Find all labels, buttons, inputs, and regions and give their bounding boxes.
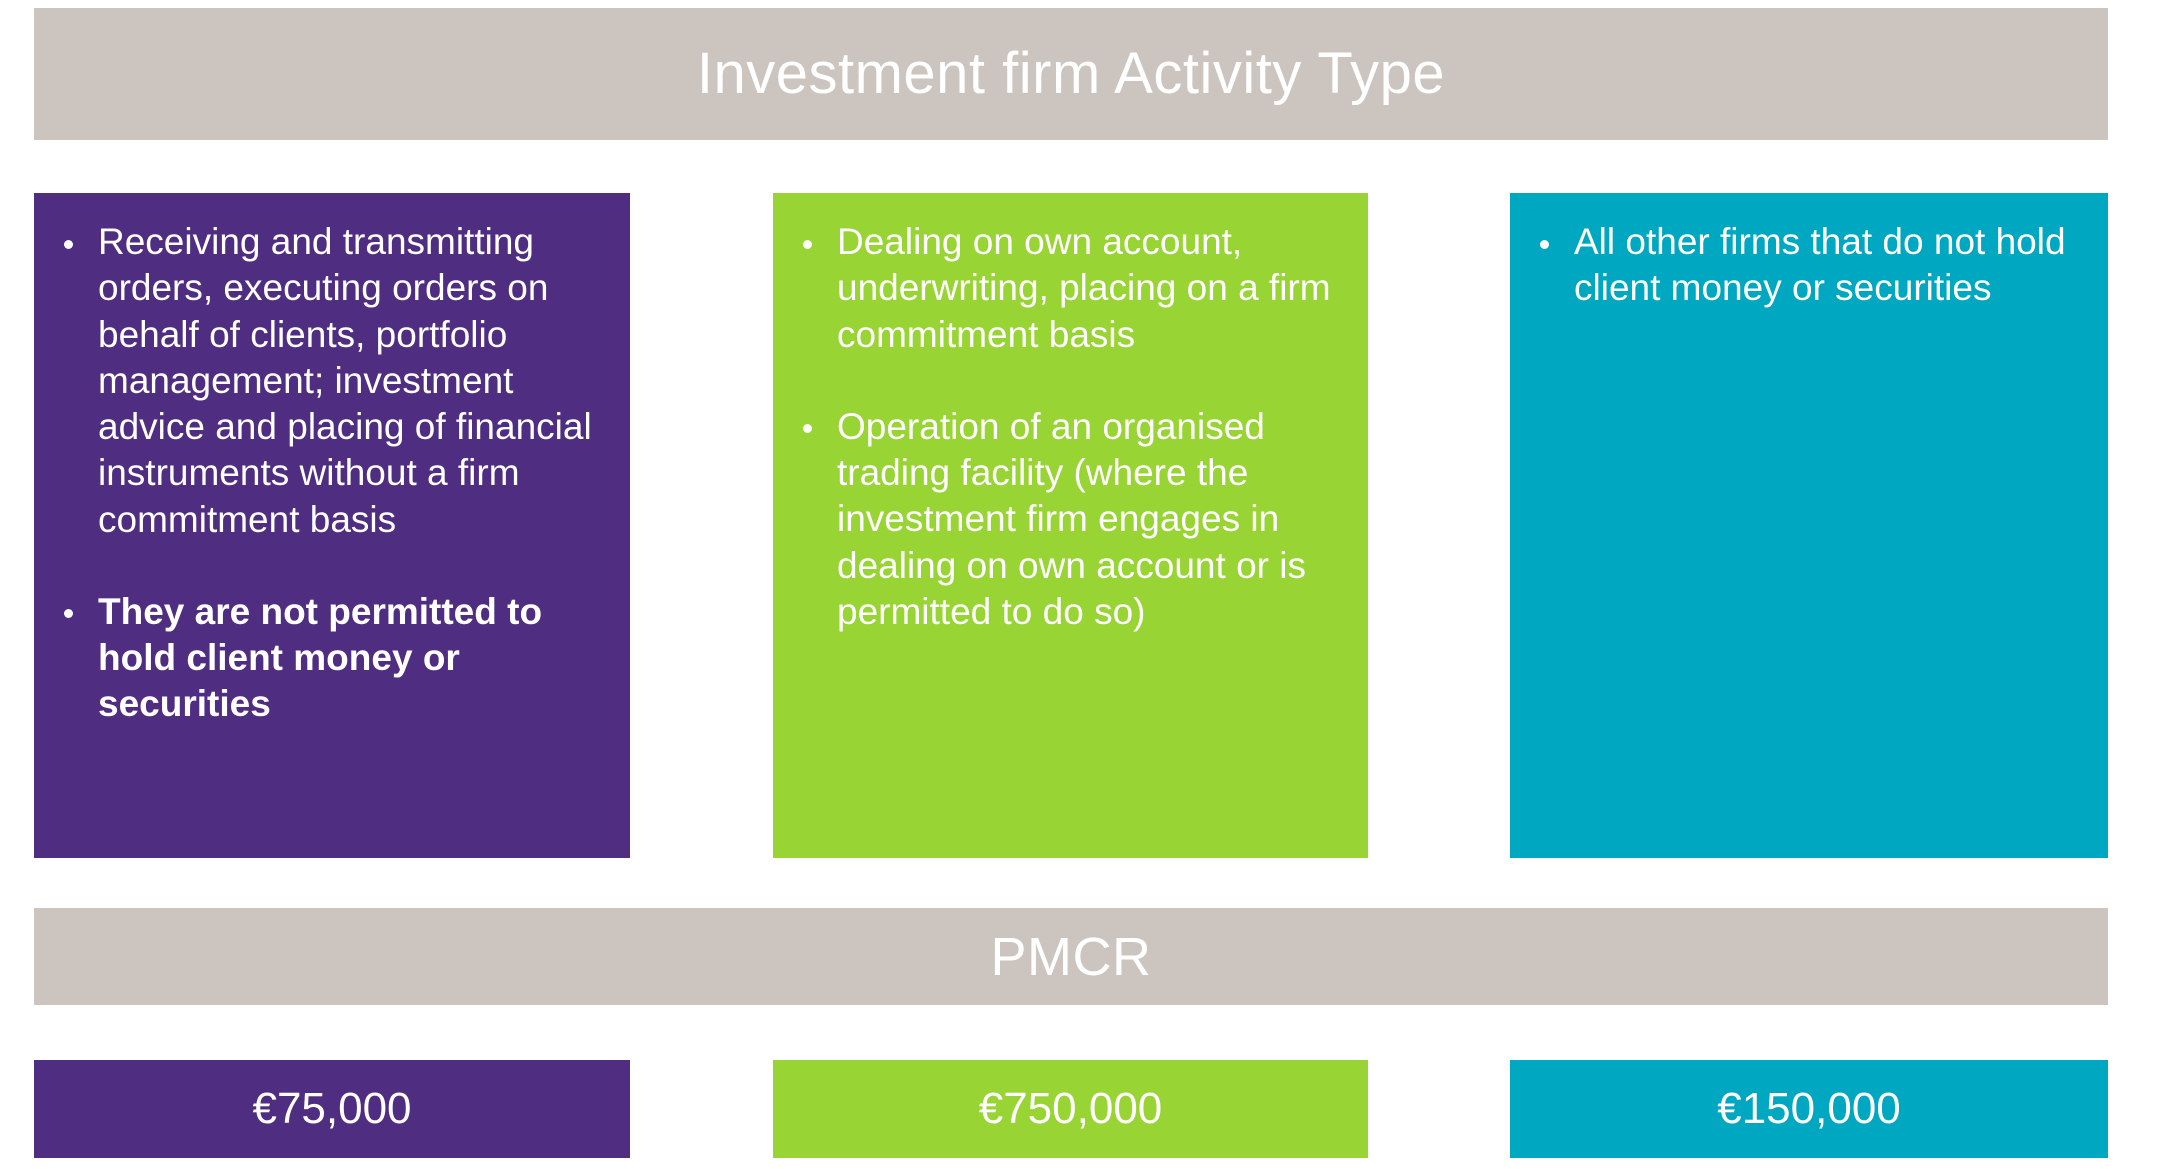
activity-type-header-title: Investment firm Activity Type [696,41,1446,106]
bullet-list: Receiving and transmitting orders, execu… [52,219,608,728]
activity-panel-dealing-own-account: Dealing on own account, underwriting, pl… [773,193,1368,858]
activity-panel-class-2-rtx: Receiving and transmitting orders, execu… [34,193,630,858]
list-item: All other firms that do not hold client … [1528,219,2086,312]
bullet-dot-icon [64,239,73,249]
list-item-text: Receiving and transmitting orders, execu… [98,221,592,540]
bullet-dot-icon [803,424,812,434]
list-item: They are not permitted to hold client mo… [52,589,608,728]
list-item-text: Operation of an organised trading facili… [837,405,1306,632]
pmcr-amount-value: €750,000 [978,1084,1163,1133]
pmcr-header-title: PMCR [990,926,1152,987]
list-item-text: All other firms that do not hold client … [1574,221,2066,309]
list-item: Receiving and transmitting orders, execu… [52,219,608,543]
activity-type-header-bar: Investment firm Activity Type [34,8,2108,140]
bullet-list: All other firms that do not hold client … [1528,219,2086,312]
bullet-dot-icon [1540,239,1549,249]
bullet-list: Dealing on own account, underwriting, pl… [791,219,1346,635]
pmcr-amount-value: €75,000 [252,1084,412,1133]
list-item: Dealing on own account, underwriting, pl… [791,219,1346,358]
pmcr-amount-dealing-own-account: €750,000 [773,1060,1368,1158]
bullet-dot-icon [803,239,812,249]
pmcr-header-bar: PMCR [34,908,2108,1005]
list-item-text: Dealing on own account, underwriting, pl… [837,221,1331,355]
list-item: Operation of an organised trading facili… [791,404,1346,635]
pmcr-amount-all-other-firms: €150,000 [1510,1060,2108,1158]
activity-panel-all-other-firms: All other firms that do not hold client … [1510,193,2108,858]
pmcr-amount-class-2-rtx: €75,000 [34,1060,630,1158]
list-item-text: They are not permitted to hold client mo… [98,590,543,725]
bullet-dot-icon [64,609,73,619]
pmcr-amount-value: €150,000 [1717,1084,1901,1133]
